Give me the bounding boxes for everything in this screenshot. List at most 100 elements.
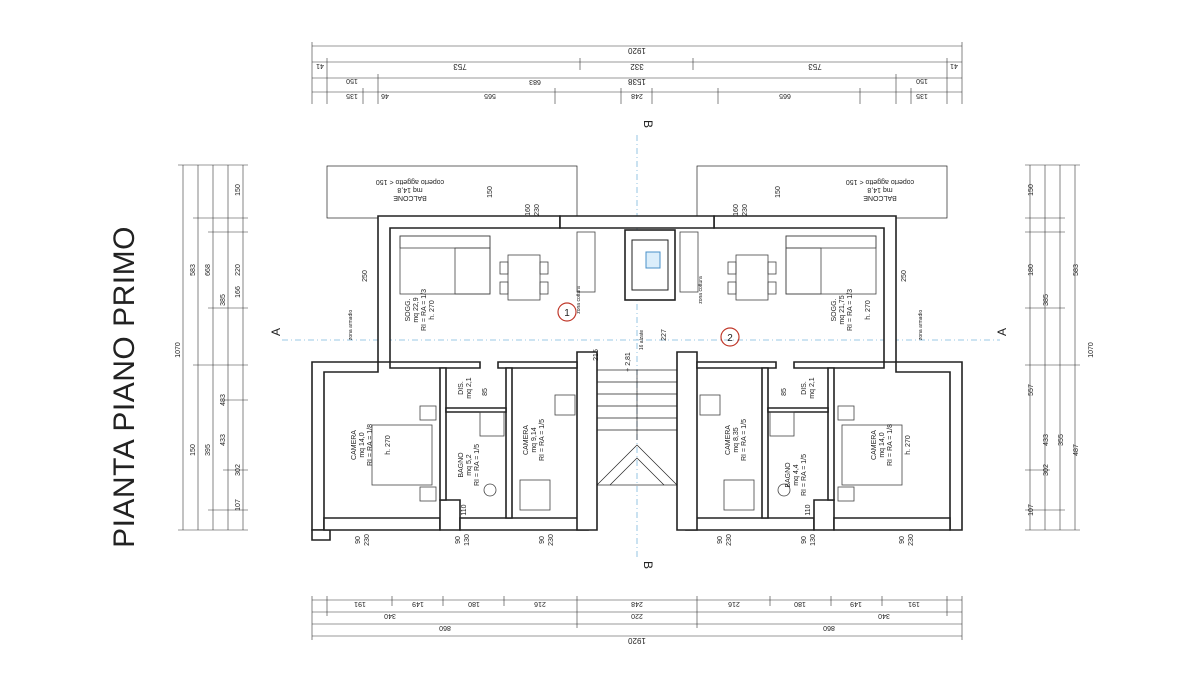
camera1-right-area: mq 14,0 (879, 432, 886, 457)
furniture-left (371, 231, 596, 511)
dim-left-220: 220 (235, 264, 242, 276)
dim-right-433: 433 (1043, 434, 1050, 446)
dim-85-l: 85 (482, 388, 489, 396)
balcone-left-area: mq 14,8 (397, 186, 422, 193)
dim-left-302: 302 (235, 464, 242, 476)
bottom-dimensions: 191 149 180 216 248 216 180 149 191 340 … (311, 596, 963, 645)
dim-150-l: 150 (487, 186, 494, 198)
section-b-bottom: B (641, 561, 655, 569)
bagno-left-name: BAGNO (458, 452, 465, 478)
dim-top-683: 683 (529, 78, 541, 85)
dim-230-b3: 230 (726, 534, 733, 546)
bagno-right-name: BAGNO (785, 462, 792, 488)
stair-note: 16 alzate (639, 330, 645, 351)
right-dimensions: 150 180 557 107 385 433 302 355 583 487 … (1025, 164, 1095, 531)
dim-right-107: 107 (1028, 504, 1035, 516)
building-walls (311, 165, 963, 541)
armadio-right: zona armadio (918, 310, 924, 341)
sogg-right-name: SOGG. (831, 298, 838, 321)
bagno-left-ratio: RI = RA = 1/5 (474, 444, 481, 486)
dim-right-180: 180 (1028, 264, 1035, 276)
dim-bot-180-l: 180 (468, 600, 480, 607)
stairs (596, 369, 678, 486)
balcone-right-note: coperto aggetto < 150 (846, 178, 914, 185)
dim-bot-191-r: 191 (908, 600, 920, 607)
wall-dimensions: 160 230 150 160 230 150 250 250 90 230 9… (355, 186, 915, 546)
zona-cottura-right: zona cottura (698, 276, 704, 304)
dim-right-385: 385 (1043, 294, 1050, 306)
dim-90-6: 90 (899, 536, 906, 544)
dim-90-4: 90 (717, 536, 724, 544)
camera1-left-ratio: RI = RA = 1/8 (367, 424, 374, 466)
dim-left-487: 150 (190, 444, 197, 456)
camera1-right-name: CAMERA (871, 430, 878, 460)
sogg-right-area: mq 21,75 (839, 295, 846, 324)
dim-bot-191-l: 191 (354, 600, 366, 607)
camera1-left-height: h. 270 (385, 435, 392, 455)
dim-left-107: 107 (235, 499, 242, 511)
camera1-left-name: CAMERA (351, 430, 358, 460)
dim-top-753-r: 753 (808, 62, 822, 71)
dim-right-355: 355 (1058, 434, 1065, 446)
dim-total-bottom: 1920 (628, 636, 646, 645)
dim-110-r: 110 (805, 504, 812, 515)
sogg-left-name: SOGG. (405, 298, 412, 321)
dim-top-41-r: 41 (950, 62, 958, 69)
balcone-right-area: mq 14,8 (867, 186, 892, 193)
left-dimensions: 1070 583 150 668 385 483 433 150 220 166… (175, 164, 248, 531)
camera1-right-height: h. 270 (905, 435, 912, 455)
dim-150-r: 150 (775, 186, 782, 198)
dim-bot-149-r: 149 (850, 600, 862, 607)
dim-bot-860-r: 860 (823, 624, 835, 631)
armadio-left: zona armadio (348, 310, 354, 341)
dim-90-3: 90 (539, 536, 546, 544)
page-title: PIANTA PIANO PRIMO (108, 226, 141, 548)
marker-1 (557, 302, 577, 322)
dim-bot-180-r: 180 (794, 600, 806, 607)
dim-130-2: 130 (810, 534, 817, 546)
dim-left-433: 433 (220, 434, 227, 446)
lift-symbol-icon (645, 251, 661, 269)
sogg-right-ratio: RI = RA = 1/3 (847, 289, 854, 331)
bagno-left-area: mq 5,2 (466, 454, 473, 476)
dim-bot-149-l: 149 (412, 600, 424, 607)
dim-160-r: 160 (733, 204, 740, 216)
dim-top-248: 248 (631, 92, 643, 99)
dim-top-135-r: 135 (916, 92, 928, 99)
dis-left-area: mq 2,1 (466, 377, 473, 399)
dim-90-1: 90 (355, 536, 362, 544)
dim-top-665: 665 (779, 92, 791, 99)
balcone-left-note: coperto aggetto < 150 (376, 178, 444, 185)
dim-bot-860-l: 860 (439, 624, 451, 631)
section-b-top: B (641, 120, 655, 128)
dim-227: 227 (661, 329, 668, 341)
dim-230-r: 230 (742, 204, 749, 216)
marker-1-label: 1 (564, 308, 570, 319)
camera2-left-area: mq 9,14 (531, 427, 538, 452)
dim-bot-340-r: 340 (878, 612, 890, 619)
bagno-right-ratio: RI = RA = 1/5 (801, 454, 808, 496)
dim-right-150: 150 (1028, 184, 1035, 196)
sogg-left-ratio: RI = RA = 1/3 (421, 289, 428, 331)
dim-left-395: 395 (205, 444, 212, 456)
camera2-right-ratio: RI = RA = 1/5 (741, 419, 748, 461)
sogg-left-area: mq 22,9 (413, 297, 420, 322)
dim-right-583: 583 (1073, 264, 1080, 276)
dim-230-b2: 230 (548, 534, 555, 546)
stair-level: + 2,81 (625, 352, 632, 372)
balcone-right-name: BALCONE (863, 194, 897, 201)
marker-2 (720, 327, 740, 347)
dim-top-1538: 1538 (628, 77, 646, 86)
dim-top-46-l: 46 (381, 92, 389, 99)
dim-left-1070: 1070 (175, 342, 182, 358)
zona-cottura-left: zona cottura (576, 286, 582, 314)
dim-top-135-l: 135 (346, 92, 358, 99)
dim-left-583: 583 (190, 264, 197, 276)
dim-230-l: 230 (534, 204, 541, 216)
room-labels-left: BALCONE mq 14,8 coperto aggetto < 150 SO… (348, 178, 582, 486)
camera2-right-area: mq 8,35 (733, 427, 740, 452)
dim-top-150-r: 150 (916, 77, 928, 84)
sogg-right-height: h. 270 (865, 300, 872, 320)
dim-top-753-l: 753 (453, 62, 467, 71)
camera2-left-name: CAMERA (523, 425, 530, 455)
